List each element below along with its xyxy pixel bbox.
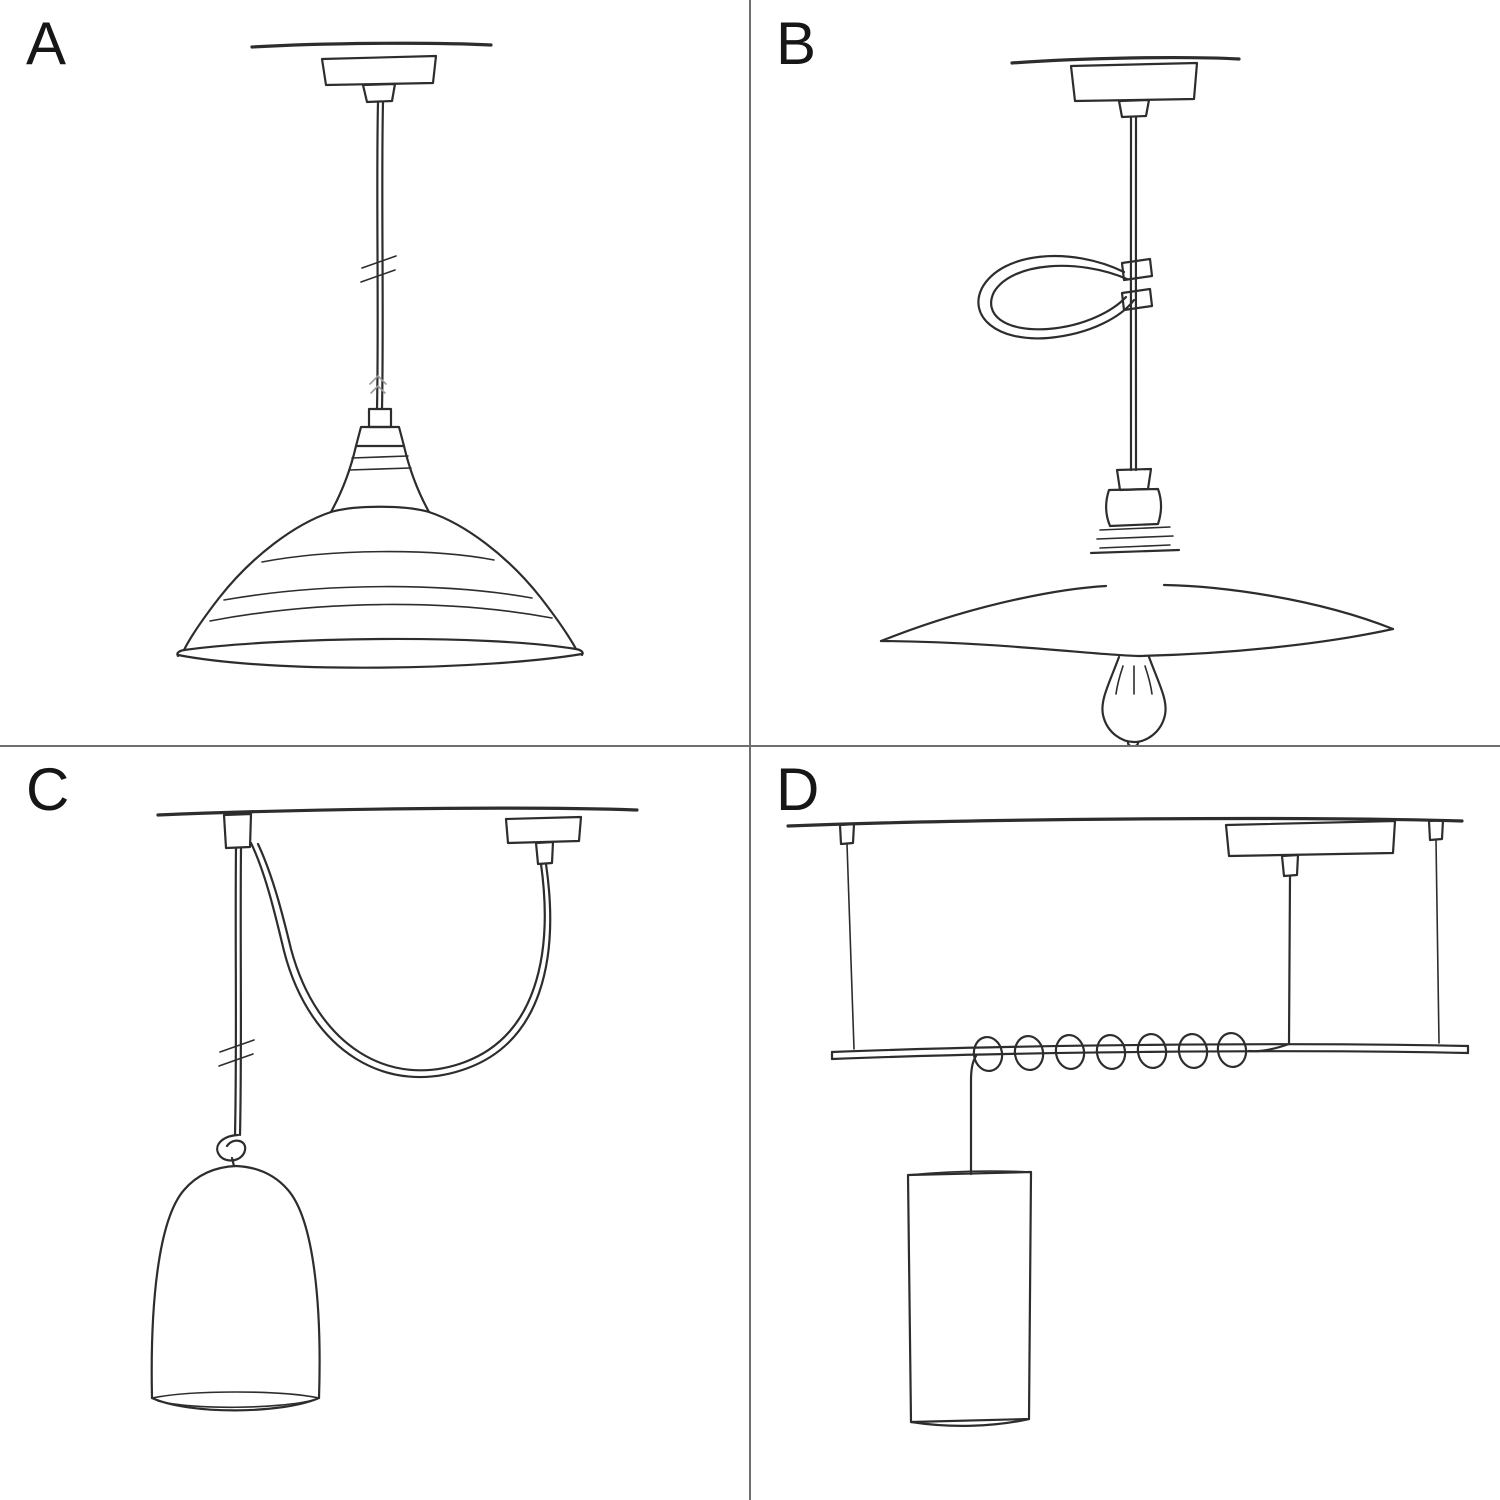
panel-label-d: D — [776, 756, 821, 823]
bell-lampshade — [150, 1164, 321, 1412]
panel-label-b: B — [776, 10, 818, 77]
vertical-divider — [749, 0, 751, 1500]
pendant-cable — [233, 846, 243, 1137]
ceiling-rose — [504, 815, 583, 866]
cable-coil — [969, 1031, 1291, 1082]
lamp-holder — [1089, 467, 1181, 555]
pendant-lamp-bar-coil-tube-shade-sketch-icon — [786, 816, 1470, 1427]
ceiling-line — [250, 41, 493, 49]
ceiling-line — [786, 816, 1464, 828]
pendant-lamp-swag-bell-shade-sketch-icon — [150, 806, 639, 1412]
ceiling-rose — [1069, 61, 1199, 119]
pendant-cable — [1129, 115, 1138, 472]
panel-d: D — [750, 746, 1500, 1500]
center-drop-cable — [1287, 874, 1292, 1046]
panel-c: C — [0, 746, 750, 1500]
panel-a: A — [0, 0, 750, 746]
light-bulb — [1101, 655, 1167, 746]
cable-length-marks — [218, 1039, 255, 1067]
panel-label-c: C — [26, 756, 71, 823]
swag-hook — [222, 812, 253, 850]
suspension-bar — [830, 1043, 1470, 1061]
panel-label-a: A — [26, 10, 68, 77]
ceiling-rose — [1224, 819, 1397, 878]
pendant-cable — [375, 100, 385, 411]
ceiling-line — [156, 806, 639, 817]
pendant-lamp-bowl-shade-sketch-icon — [176, 41, 584, 669]
swag-cable — [249, 841, 552, 1078]
cable-length-marks — [360, 255, 397, 394]
ceiling-rose — [320, 54, 438, 104]
ceiling-line — [1010, 55, 1241, 65]
suspension-wires — [838, 818, 1445, 1050]
lampshade — [176, 505, 584, 669]
horizontal-divider — [0, 745, 1500, 747]
panel-b: B — [750, 0, 1500, 746]
cable-cleat-loop — [977, 254, 1154, 340]
cable-knot — [216, 1133, 247, 1168]
tube-lampshade — [906, 1170, 1033, 1427]
lamp-holder — [329, 407, 431, 514]
pendant-lamp-flat-shade-cable-cleat-sketch-icon — [879, 55, 1395, 746]
lampshade — [879, 583, 1395, 658]
